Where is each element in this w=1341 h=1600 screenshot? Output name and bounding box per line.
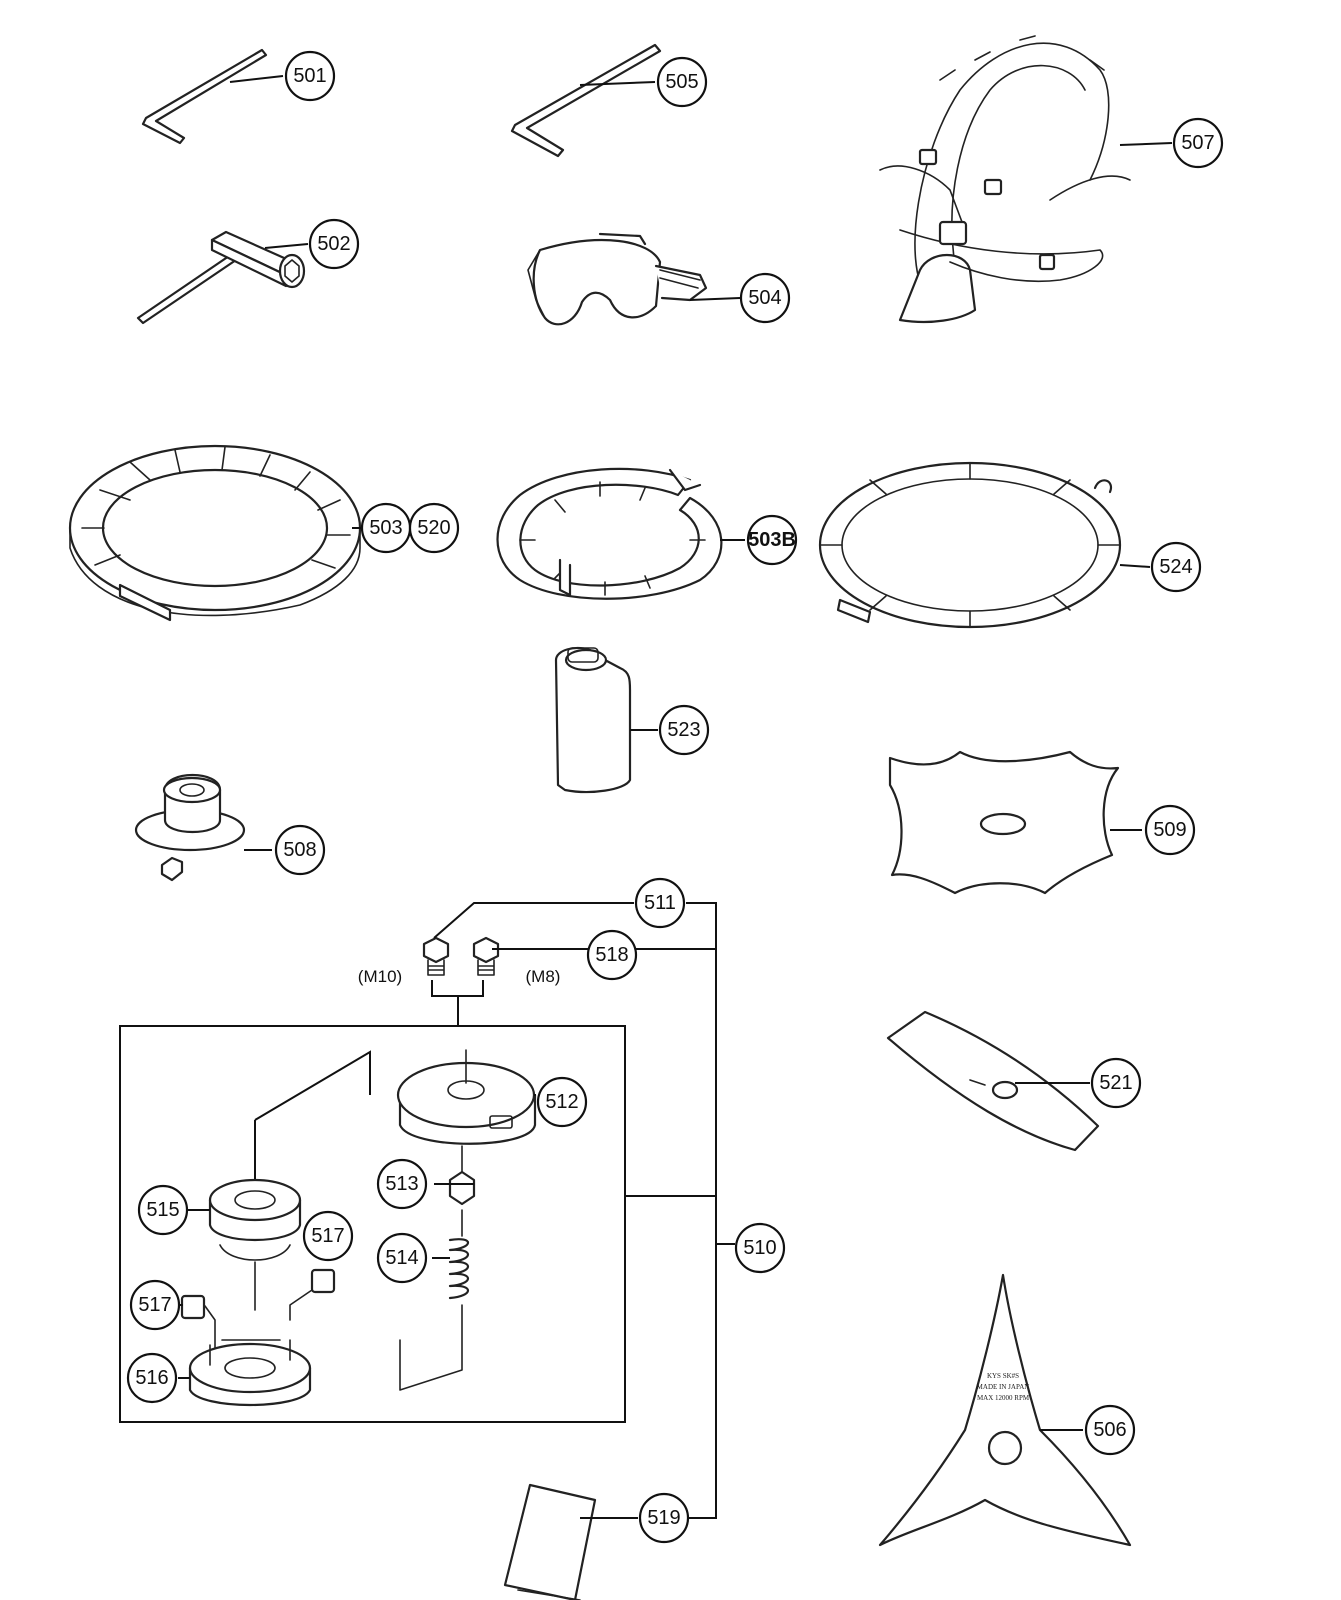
svg-text:517: 517: [138, 1294, 171, 1316]
svg-text:509: 509: [1153, 819, 1186, 841]
blade-cover: [68, 444, 362, 622]
callout-509: 509: [1144, 804, 1196, 856]
blade-text-line1: KYS SK#S: [987, 1372, 1019, 1380]
svg-text:524: 524: [1159, 556, 1192, 578]
blade-cover-open: [496, 467, 723, 600]
callout-518: 518: [586, 929, 638, 981]
svg-text:502: 502: [317, 233, 350, 255]
label-m10: (M10): [358, 967, 402, 986]
callout-506: 506: [1084, 1404, 1136, 1456]
callout-508: 508: [274, 824, 326, 876]
svg-text:507: 507: [1181, 132, 1214, 154]
svg-text:518: 518: [595, 944, 628, 966]
hex-key-small: [141, 48, 268, 145]
svg-text:513: 513: [385, 1173, 418, 1195]
svg-text:516: 516: [135, 1367, 168, 1389]
svg-text:508: 508: [283, 839, 316, 861]
svg-text:505: 505: [665, 71, 698, 93]
callout-504: 504: [739, 272, 791, 324]
callout-517-left: 517: [129, 1279, 181, 1331]
svg-text:503B: 503B: [748, 529, 796, 551]
callout-507: 507: [1172, 117, 1224, 169]
svg-text:514: 514: [385, 1247, 418, 1269]
spring: [399, 1209, 470, 1391]
svg-text:517: 517: [311, 1225, 344, 1247]
callout-516: 516: [126, 1352, 178, 1404]
instruction-manual: [503, 1483, 597, 1600]
svg-text:520: 520: [417, 517, 450, 539]
callout-515: 515: [137, 1184, 189, 1236]
callout-512: 512: [536, 1076, 588, 1128]
blade-guard-ring: [818, 461, 1122, 629]
line-clip-right: [289, 1268, 336, 1321]
callout-524: 524: [1150, 541, 1202, 593]
callout-520: 520: [408, 502, 460, 554]
svg-text:521: 521: [1099, 1072, 1132, 1094]
oil-bottle: [554, 646, 632, 794]
shoulder-harness: [879, 35, 1131, 324]
callout-501: 501: [284, 50, 336, 102]
nylon-cutter-head: [134, 773, 246, 882]
label-m8: (M8): [526, 967, 561, 986]
safety-glasses: [527, 232, 708, 326]
callout-510: 510: [734, 1222, 786, 1274]
svg-text:511: 511: [644, 892, 676, 914]
assembly-box: [119, 1025, 626, 1423]
svg-text:523: 523: [667, 719, 700, 741]
callout-503b: 503B: [746, 514, 798, 566]
spool: [208, 1050, 371, 1311]
hex-key-large: [510, 43, 662, 158]
svg-text:504: 504: [748, 287, 781, 309]
spool-cover: [396, 1049, 537, 1145]
callout-519: 519: [638, 1492, 690, 1544]
svg-text:519: 519: [647, 1507, 680, 1529]
callout-517-right: 517: [302, 1210, 354, 1262]
svg-text:510: 510: [743, 1237, 776, 1259]
callout-503: 503: [360, 502, 412, 554]
bolt-m10: [422, 936, 450, 976]
callout-505: 505: [656, 56, 708, 108]
callout-513: 513: [376, 1158, 428, 1210]
callout-502: 502: [308, 218, 360, 270]
callout-511: 511: [634, 877, 686, 929]
four-tooth-blade: [888, 750, 1120, 895]
callout-514: 514: [376, 1232, 428, 1284]
three-tooth-blade: KYS SK#S MADE IN JAPAN MAX 12000 RPM: [878, 1273, 1132, 1547]
svg-text:512: 512: [545, 1091, 578, 1113]
callout-521: 521: [1090, 1057, 1142, 1109]
svg-text:506: 506: [1093, 1419, 1126, 1441]
svg-text:515: 515: [146, 1199, 179, 1221]
spool-housing: [188, 1339, 312, 1407]
svg-text:501: 501: [293, 65, 326, 87]
box-wrench: [136, 230, 306, 325]
blade-text-line3: MAX 12000 RPM: [977, 1394, 1030, 1402]
blade-text-line2: MADE IN JAPAN: [977, 1383, 1030, 1391]
svg-text:503: 503: [369, 517, 402, 539]
line-clip-left: [180, 1294, 216, 1361]
hex-nut: [448, 1145, 476, 1206]
two-tooth-blade: [886, 1010, 1100, 1152]
bolt-m8: [472, 936, 500, 976]
callout-523: 523: [658, 704, 710, 756]
